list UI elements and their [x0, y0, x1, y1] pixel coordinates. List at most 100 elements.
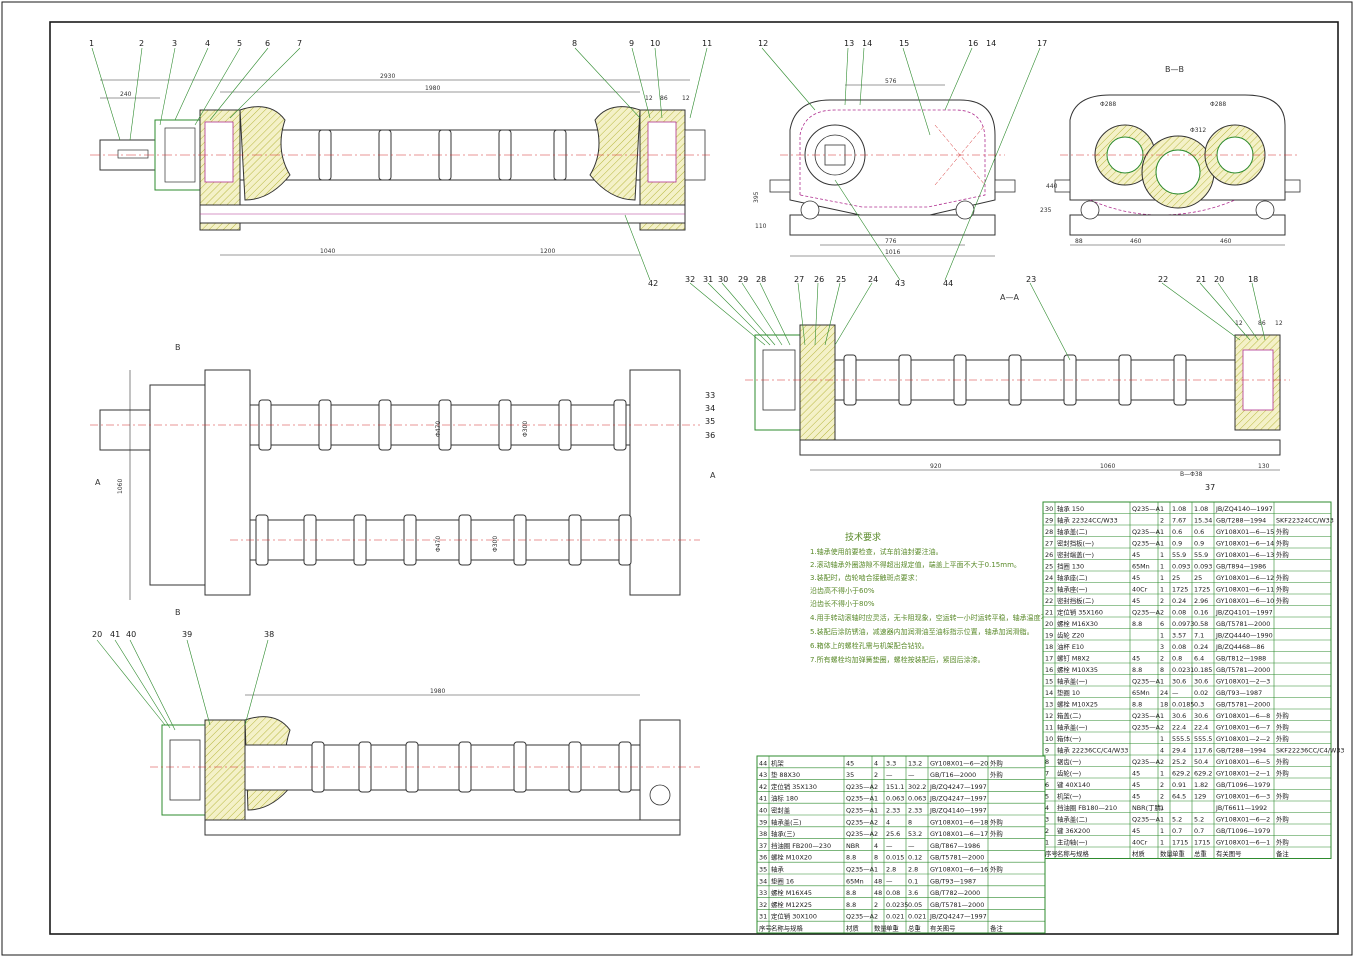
bom-left-cell: 41 — [759, 795, 767, 803]
bom-right-cell: 629.2 — [1172, 770, 1190, 778]
part-number-44: 44 — [943, 279, 953, 288]
dim-aa-12: 12 — [1235, 320, 1243, 327]
bom-right-cell: GB/T894—1986 — [1216, 563, 1266, 571]
bom-right-cell: 26 — [1045, 551, 1053, 559]
bom-right-header-cell: 总重 — [1194, 849, 1207, 858]
bom-left-cell: GB/T5781—2000 — [930, 901, 984, 909]
bom-right-cell: 螺钉 M8X2 — [1057, 654, 1090, 663]
bom-right-cell: 45 — [1132, 781, 1140, 789]
dim-aa-920: 920 — [930, 463, 942, 470]
bom-right-cell: 24 — [1160, 689, 1168, 697]
bom-right-cell: 2.96 — [1194, 597, 1208, 605]
bom-right-cell: 13 — [1045, 701, 1053, 709]
bom-left-cell: 53.2 — [908, 830, 922, 838]
bom-left-cell: 1 — [874, 807, 878, 815]
tech-line-7: 5.装配后涂防锈油，减速器内加润滑油至油标指示位置，轴承加润滑脂。 — [810, 627, 1034, 636]
part-number-3: 3 — [172, 39, 177, 48]
bom-right-cell: 密封挡板(二) — [1057, 596, 1094, 605]
bom-right-cell: 8.8 — [1132, 620, 1142, 628]
bom-left-cell: 1 — [874, 795, 878, 803]
bom-right-cell: 14 — [1045, 689, 1053, 697]
bom-left-cell: 2 — [874, 783, 878, 791]
bom-right-cell: 2 — [1160, 597, 1164, 605]
bom-right-cell: 外购 — [1276, 838, 1289, 847]
bom-right-cell: GY108X01—6—14 — [1216, 540, 1274, 548]
bom-left-header-cell: 备注 — [990, 924, 1003, 933]
bom-right-cell: 6 — [1160, 620, 1164, 628]
bom-left-cell: 2 — [874, 771, 878, 779]
bom-right-cell: 2 — [1160, 758, 1164, 766]
bom-right-cell: 23 — [1045, 586, 1053, 594]
bom-right-cell: 螺栓 M16X30 — [1057, 619, 1098, 628]
section-bb-view: B—B Φ288 Φ288 Φ312 440 235 88 460 460 — [1040, 65, 1301, 246]
part-number-35: 35 — [705, 417, 715, 426]
bom-right-cell: 2 — [1160, 655, 1164, 663]
bom-right-cell: 1 — [1160, 678, 1164, 686]
bom-right-cell: 定位销 35X160 — [1057, 608, 1103, 617]
bom-right-cell: 螺栓 M10X35 — [1057, 665, 1098, 674]
bom-left-cell: Q235—A — [846, 818, 875, 826]
bom-right-cell: 18 — [1045, 643, 1053, 651]
dim-aa-bb: B—Φ38 — [1180, 471, 1203, 478]
bom-right-cell: GY108X01—6—12 — [1216, 574, 1274, 582]
bom-right-cell: 0.6 — [1172, 528, 1182, 536]
bom-right-header-cell: 有关图号 — [1216, 849, 1242, 858]
part-number-37: 37 — [1205, 483, 1215, 492]
sheet-inner-frame — [49, 21, 1339, 935]
bom-left-cell: 33 — [759, 889, 767, 897]
dim-776: 776 — [885, 238, 897, 245]
bom-right-cell: 3 — [1160, 643, 1164, 651]
bom-right-cell: 25 — [1045, 563, 1053, 571]
part-number-42: 42 — [648, 279, 658, 288]
bom-left-frame — [756, 755, 1046, 934]
bom-left-cell: GB/T867—1986 — [930, 842, 980, 850]
part-number-5: 5 — [237, 39, 242, 48]
bom-right-cell: 外购 — [1276, 769, 1289, 778]
part-number-15: 15 — [899, 39, 909, 48]
bom-right-cell: 6 — [1045, 781, 1049, 789]
bom-right-cell: 8.8 — [1132, 666, 1142, 674]
bom-right-cell: 2 — [1160, 793, 1164, 801]
bom-right-cell: 外购 — [1276, 527, 1289, 536]
bom-right-cell: 0.02 — [1194, 689, 1208, 697]
bom-left-cell: 31 — [759, 913, 767, 921]
bom-right-cell: 挡圈 130 — [1057, 562, 1084, 571]
dim-bb-235: 235 — [1040, 207, 1052, 214]
bom-right-cell: 齿轮 Z20 — [1057, 631, 1084, 640]
top-shaft-assembly: 2930 1980 240 12 86 12 1040 — [89, 39, 712, 288]
bom-right-cell: GY108X01—2—1 — [1216, 770, 1270, 778]
bom-right-cell: 20 — [1045, 620, 1053, 628]
bom-right-cell: 50.4 — [1194, 758, 1208, 766]
dim-plan-1060: 1060 — [117, 479, 124, 494]
bom-left-cell: 0.08 — [886, 889, 900, 897]
bom-left-cell: Q235—A — [846, 795, 875, 803]
bom-left-cell: GB/T782—2000 — [930, 889, 980, 897]
bom-right-cell: GY108X01—6—13 — [1216, 551, 1274, 559]
bom-left-cell: 0.063 — [886, 795, 904, 803]
bom-right-cell: 1 — [1160, 586, 1164, 594]
bom-left-cell: 0.021 — [886, 913, 904, 921]
bom-left-cell: Q235—A — [846, 866, 875, 874]
bom-left-cell: NBR — [846, 842, 860, 850]
dim-240: 240 — [120, 91, 132, 98]
bom-right-cell: 锯齿(一) — [1057, 757, 1081, 766]
part-number-40: 40 — [126, 630, 136, 639]
bom-right-cell: 0.185 — [1194, 666, 1212, 674]
bom-right-cell: SKF22236CC/C4/W33 — [1276, 747, 1344, 755]
dim-aa-12b: 12 — [1275, 320, 1283, 327]
bom-left-cell: 13.2 — [908, 759, 922, 767]
bom-right-cell: 1 — [1160, 839, 1164, 847]
bom-right-cell: 轴承盖(一) — [1057, 677, 1088, 686]
bom-right-cell: 密封挡板(一) — [1057, 539, 1094, 548]
bom-right-header-cell: 材质 — [1132, 849, 1145, 858]
dim-lower-1980: 1980 — [430, 688, 445, 695]
part-number-41: 41 — [110, 630, 120, 639]
bom-right-cell: GB/T93—1987 — [1216, 689, 1262, 697]
bom-right-cell: Q235—A — [1132, 528, 1161, 536]
bom-right-cell: 外购 — [1276, 723, 1289, 732]
bom-right-cell: 0.8 — [1172, 655, 1182, 663]
part-number-11: 11 — [702, 39, 712, 48]
bom-right-cell: Q235—A — [1132, 678, 1161, 686]
